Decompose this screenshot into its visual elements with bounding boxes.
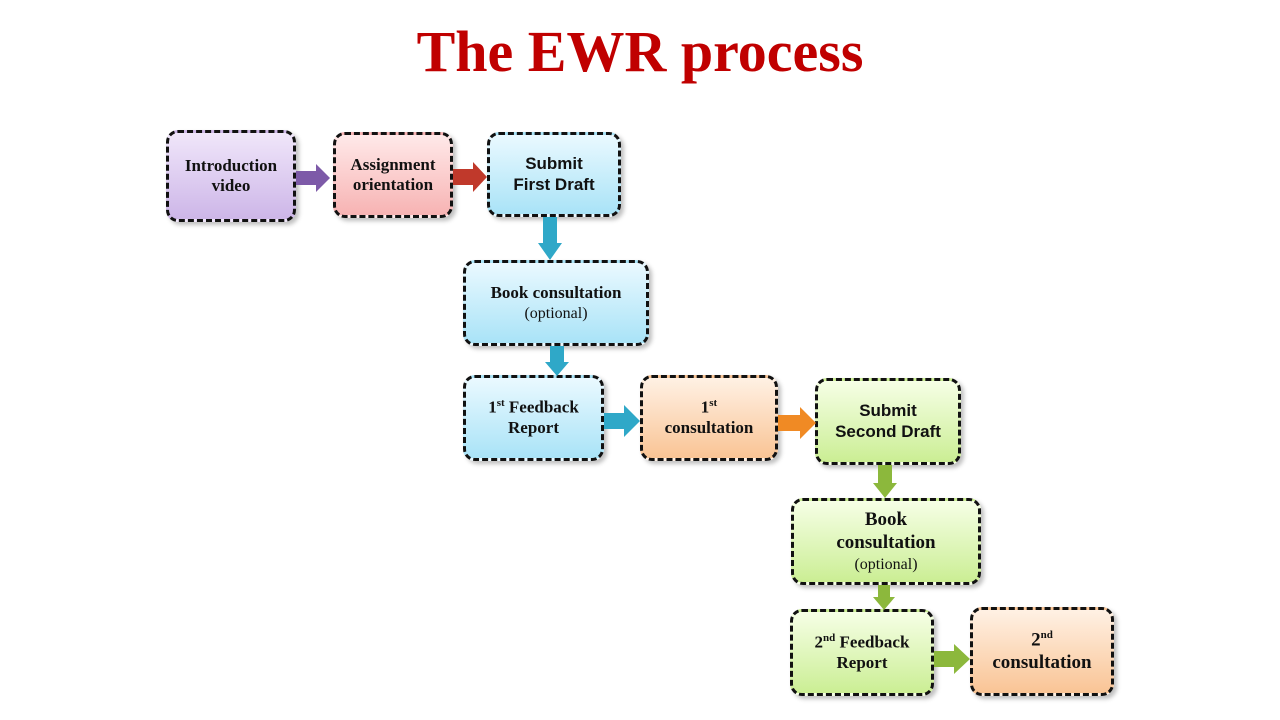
step-label: Report [836, 652, 888, 672]
step-submit-first-draft[interactable]: Submit First Draft [487, 132, 621, 217]
step-label: Book consultation [490, 283, 622, 303]
arrow-assignment-to-first-draft [453, 162, 487, 192]
step-label: orientation [352, 175, 434, 194]
arrow-feedback-to-consultation [604, 405, 640, 437]
page-title: The EWR process [416, 19, 864, 84]
arrow-second-draft-to-book [873, 465, 897, 498]
step-label: consultation [992, 651, 1092, 673]
arrow-second-feedback-to-consultation [934, 644, 970, 674]
step-label: Submit [859, 401, 917, 421]
step-assignment-orientation[interactable]: Assignment orientation [333, 132, 453, 218]
arrow-book-to-second-feedback [873, 585, 895, 610]
step-label: consultation [664, 418, 754, 438]
step-book-consultation-2[interactable]: Book consultation (optional) [791, 498, 981, 585]
arrow-consultation-to-second-draft [778, 407, 816, 439]
arrow-book-to-feedback [545, 346, 569, 376]
step-submit-second-draft[interactable]: Submit Second Draft [815, 378, 961, 465]
step-label: consultation [836, 531, 936, 553]
step-first-consultation[interactable]: 1st consultation [640, 375, 778, 461]
step-label: First Draft [513, 174, 595, 194]
arrow-intro-to-assignment [296, 164, 330, 192]
step-label-line1: 2nd [1031, 628, 1053, 650]
step-label-line1: 2nd Feedback [814, 631, 910, 652]
step-label: video [211, 176, 251, 195]
step-label: Introduction [184, 155, 278, 175]
step-second-feedback-report[interactable]: 2nd Feedback Report [790, 609, 934, 696]
step-introduction-video[interactable]: Introduction video [166, 130, 296, 222]
step-label-optional: (optional) [524, 304, 588, 322]
step-label: Submit [525, 154, 583, 174]
step-label: Book [864, 509, 908, 531]
step-label-line1: 1st [700, 397, 718, 417]
step-label: Second Draft [835, 421, 941, 441]
step-label: Assignment [350, 154, 436, 174]
step-second-consultation[interactable]: 2nd consultation [970, 607, 1114, 696]
step-label-optional: (optional) [854, 555, 918, 573]
step-book-consultation-1[interactable]: Book consultation (optional) [463, 260, 649, 346]
step-label: Report [508, 418, 559, 438]
arrow-first-draft-to-book [538, 217, 562, 260]
step-first-feedback-report[interactable]: 1st Feedback Report [463, 375, 604, 461]
step-label-line1: 1st Feedback [488, 397, 579, 417]
